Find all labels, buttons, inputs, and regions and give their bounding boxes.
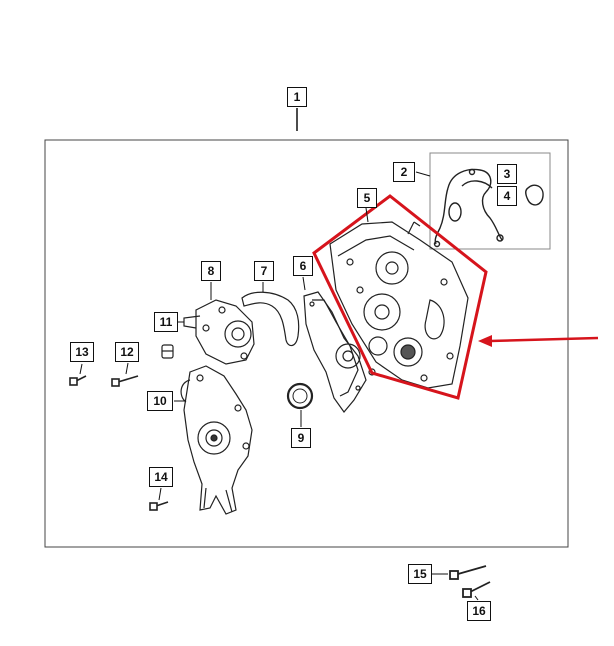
- callout-6: 6: [293, 256, 313, 276]
- highlight-arrow: [478, 335, 599, 347]
- callout-12: 12: [115, 342, 139, 362]
- callout-4: 4: [497, 186, 517, 206]
- callout-15: 15: [408, 564, 432, 584]
- leader-16: [474, 595, 479, 601]
- callout-8: 8: [201, 261, 221, 281]
- callout-13: 13: [70, 342, 94, 362]
- callout-16: 16: [467, 601, 491, 621]
- wire-harness: [433, 168, 544, 248]
- bolt-16: [462, 581, 491, 598]
- oil-seal: [286, 382, 314, 410]
- leader-5: [365, 207, 369, 223]
- fitting: [161, 344, 174, 359]
- callout-5: 5: [357, 188, 377, 208]
- bolt-15: [449, 565, 487, 580]
- cover-gasket: [303, 291, 367, 413]
- timing-cover: [329, 221, 469, 389]
- callout-9: 9: [291, 428, 311, 448]
- callout-3: 3: [497, 164, 517, 184]
- leader-12: [125, 362, 129, 375]
- highlight-outline: [312, 194, 488, 400]
- callout-7: 7: [254, 261, 274, 281]
- inset-frame: [429, 152, 551, 250]
- pump-gasket: [241, 291, 300, 347]
- callout-2: 2: [393, 162, 415, 182]
- callout-10: 10: [147, 391, 173, 411]
- callout-14: 14: [149, 467, 173, 487]
- bolt-12: [111, 375, 139, 387]
- leader-6: [302, 276, 306, 291]
- callout-11: 11: [154, 312, 178, 332]
- bolt-13: [69, 375, 87, 386]
- callout-1: 1: [287, 87, 307, 107]
- leader-2: [415, 171, 431, 177]
- leader-13: [79, 363, 83, 375]
- bolt-14: [149, 501, 169, 511]
- water-pump: [180, 365, 253, 515]
- diagram-frame: [44, 139, 569, 548]
- leader-14: [158, 487, 162, 501]
- pump-housing: [183, 299, 255, 365]
